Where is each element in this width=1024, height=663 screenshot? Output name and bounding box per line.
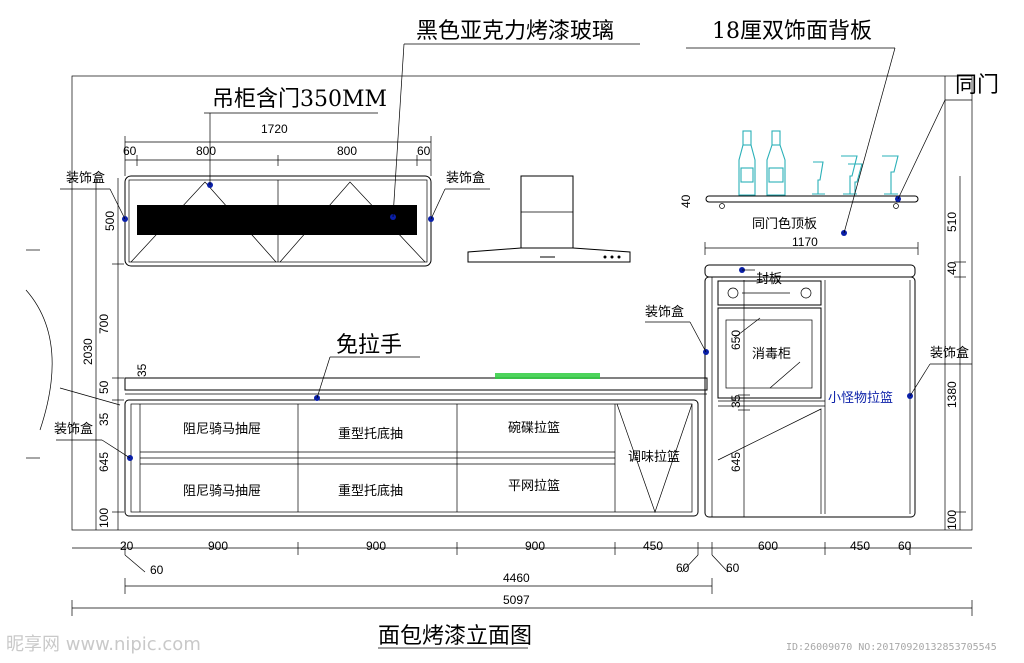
dimension-lines: [71, 136, 973, 616]
tall-unit: [703, 264, 916, 518]
cooktop: [495, 373, 600, 379]
range-hood: [467, 175, 631, 263]
watermark-id: ID:26009070 NO:20170920132853705545: [786, 642, 997, 653]
dim-left-100: 100: [97, 508, 111, 528]
acrylic-glass-label: 黑色亚克力烤漆玻璃: [416, 19, 614, 44]
seal-panel-label: 封板: [756, 272, 782, 287]
drawer-flat: 平网拉篮: [508, 479, 560, 494]
small-basket-label: 小怪物拉篮: [828, 391, 893, 406]
dim-bottom-600: 600: [758, 539, 778, 553]
dim-bottom-60: 60: [898, 539, 912, 553]
dim-left-height: 2030: [81, 338, 95, 365]
leader-lines: [56, 43, 972, 459]
dim-right-40: 40: [945, 261, 959, 275]
drawing-title: 面包烤漆立面图: [378, 624, 532, 649]
dim-top-seg-2: 800: [196, 144, 216, 158]
dim-bottom-20: 20: [120, 539, 134, 553]
dim-small-60-2: 60: [676, 561, 690, 575]
watermark-logo: 昵享网 www.nipic.com: [6, 634, 201, 655]
dim-bottom-450-1: 450: [643, 539, 663, 553]
door-swing-arc: [25, 289, 53, 431]
decor-box-label-3: 装饰盒: [54, 421, 93, 437]
wall-cabinet-label: 吊柜含门350MM: [212, 87, 387, 112]
dim-overall: 5097: [503, 593, 530, 607]
dim-left-645: 645: [97, 452, 111, 472]
dim-top-seg-4: 60: [417, 144, 431, 158]
decor-box-label-2: 装饰盒: [446, 170, 485, 186]
dim-inner-645: 645: [729, 452, 743, 472]
wall-cabinet: [122, 175, 434, 267]
door-color-label: 同门: [955, 73, 999, 98]
base-cabinet: [124, 373, 708, 517]
dim-inner-650: 650: [729, 330, 743, 350]
dim-left-700: 700: [97, 314, 111, 334]
dim-top-seg-3: 800: [337, 144, 357, 158]
drawer-damper-1: 阻尼骑马抽屉: [183, 422, 261, 437]
drawer-damper-2: 阻尼骑马抽屉: [183, 484, 261, 499]
dim-left-500: 500: [103, 211, 117, 231]
decor-box-label-5: 装饰盒: [930, 345, 969, 361]
dim-inner-35: 35: [729, 394, 743, 408]
drawer-heavy-1: 重型托底抽: [338, 426, 403, 442]
dim-right-1380: 1380: [945, 381, 959, 408]
dim-shelf-width: 1170: [792, 235, 818, 249]
dim-top-seg-1: 60: [123, 144, 137, 158]
dim-bottom-900-3: 900: [525, 539, 545, 553]
sterilizer-label: 消毒柜: [752, 347, 791, 362]
dim-shelf-40: 40: [679, 194, 693, 208]
dim-bottom-450-2: 450: [850, 539, 870, 553]
dim-left-50: 50: [97, 380, 111, 394]
dim-bottom-900-2: 900: [366, 539, 386, 553]
acrylic-glass-band: [137, 205, 417, 235]
dim-top-35: 35: [135, 363, 149, 377]
handleless-label: 免拉手: [336, 333, 402, 358]
dim-small-60-3: 60: [726, 561, 740, 575]
dim-bottom-900-1: 900: [208, 539, 228, 553]
decor-box-label-1: 装饰盒: [66, 170, 105, 186]
tall-top-panel: [704, 264, 916, 278]
dim-left-35: 35: [97, 412, 111, 426]
dim-small-60-1: 60: [150, 563, 164, 577]
decor-box-label-4: 装饰盒: [645, 304, 684, 320]
back-panel-label: 18厘双饰面背板: [712, 19, 872, 44]
countertop: [124, 377, 708, 391]
dim-right-100: 100: [945, 510, 959, 530]
drawer-heavy-2: 重型托底抽: [338, 483, 403, 499]
dim-right-510: 510: [945, 212, 959, 232]
wall-outline: [71, 75, 973, 531]
wall-shelf: [705, 130, 919, 236]
drawer-seasoning: 调味拉篮: [628, 450, 680, 465]
drawer-bowl: 碗碟拉篮: [508, 420, 560, 436]
dim-base-run: 4460: [503, 571, 530, 585]
top-panel-label: 同门色顶板: [752, 216, 817, 232]
dim-top-total: 1720: [261, 122, 288, 136]
